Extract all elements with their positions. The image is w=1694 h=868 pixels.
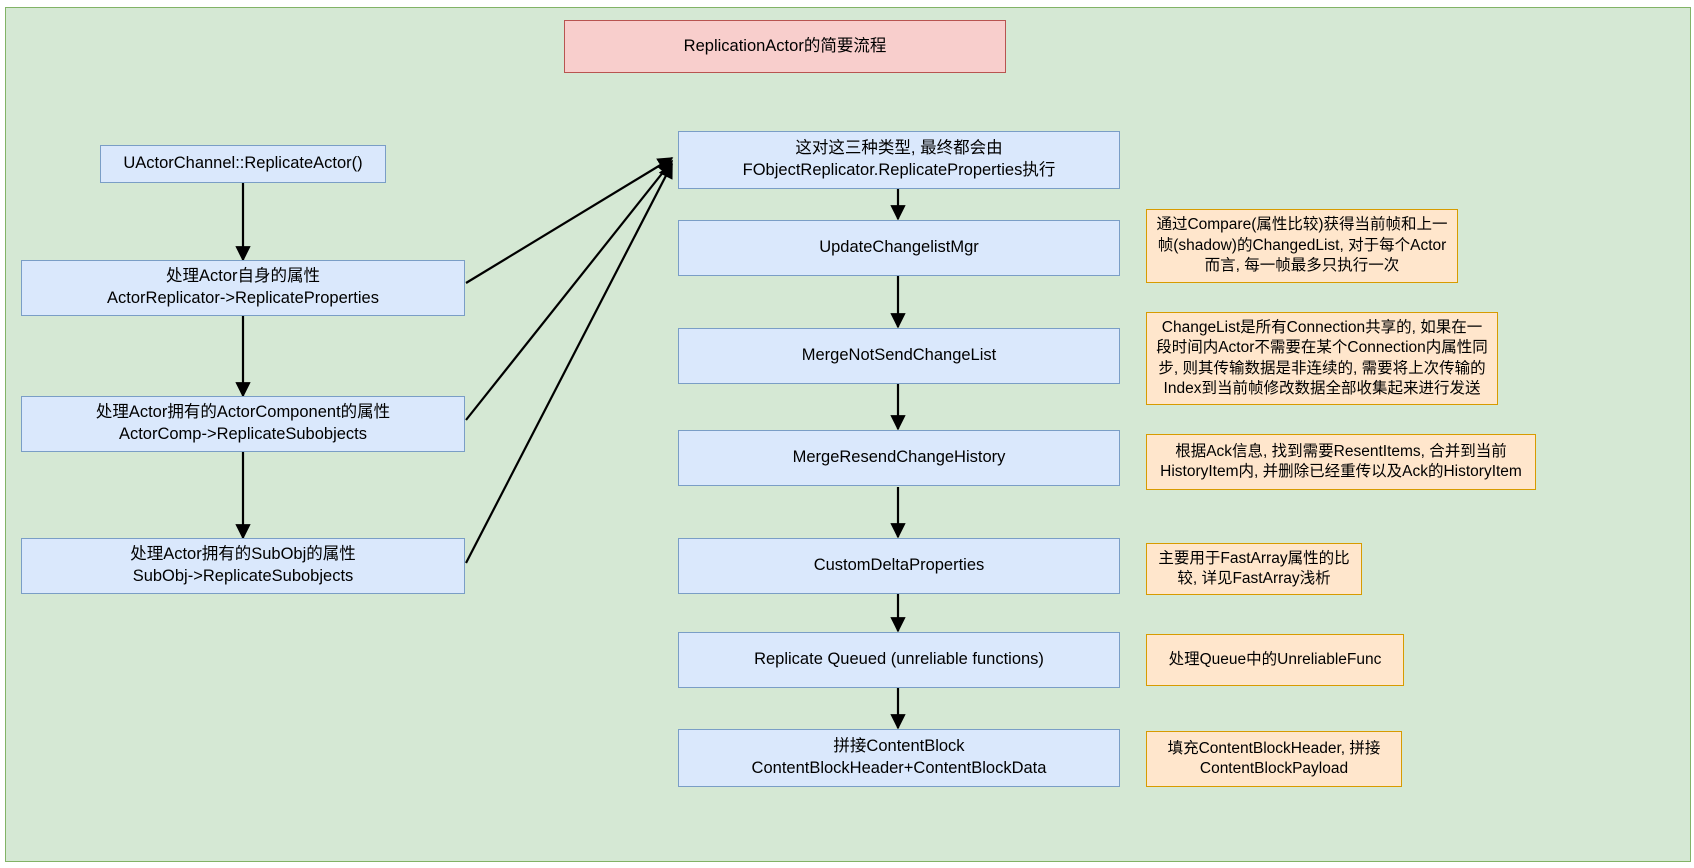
node-replicate-queued[interactable]: Replicate Queued (unreliable functions): [678, 632, 1120, 688]
note-content-block: 填充ContentBlockHeader, 拼接 ContentBlockPay…: [1146, 731, 1402, 787]
note-custom-delta-properties: 主要用于FastArray属性的比 较, 详见FastArray浅析: [1146, 543, 1362, 595]
node-uactorchannel-replicateactor[interactable]: UActorChannel::ReplicateActor(): [100, 145, 386, 183]
note-merge-resend-change-history: 根据Ack信息, 找到需要ResentItems, 合并到当前 HistoryI…: [1146, 434, 1536, 490]
node-process-actor-self[interactable]: 处理Actor自身的属性 ActorReplicator->ReplicateP…: [21, 260, 465, 316]
note-merge-not-send-changelist: ChangeList是所有Connection共享的, 如果在一 段时间内Act…: [1146, 312, 1498, 405]
node-process-actor-subobj[interactable]: 处理Actor拥有的SubObj的属性 SubObj->ReplicateSub…: [21, 538, 465, 594]
note-update-changelist-mgr: 通过Compare(属性比较)获得当前帧和上一 帧(shadow)的Change…: [1146, 209, 1458, 283]
node-merge-resend-change-history[interactable]: MergeResendChangeHistory: [678, 430, 1120, 486]
node-custom-delta-properties[interactable]: CustomDeltaProperties: [678, 538, 1120, 594]
node-process-actor-component[interactable]: 处理Actor拥有的ActorComponent的属性 ActorComp->R…: [21, 396, 465, 452]
node-content-block[interactable]: 拼接ContentBlock ContentBlockHeader+Conten…: [678, 729, 1120, 787]
node-fobjectreplicator-replicateproperties[interactable]: 这对这三种类型, 最终都会由 FObjectReplicator.Replica…: [678, 131, 1120, 189]
node-update-changelist-mgr[interactable]: UpdateChangelistMgr: [678, 220, 1120, 276]
node-merge-not-send-changelist[interactable]: MergeNotSendChangeList: [678, 328, 1120, 384]
note-replicate-queued: 处理Queue中的UnreliableFunc: [1146, 634, 1404, 686]
diagram-title: ReplicationActor的简要流程: [564, 20, 1006, 73]
